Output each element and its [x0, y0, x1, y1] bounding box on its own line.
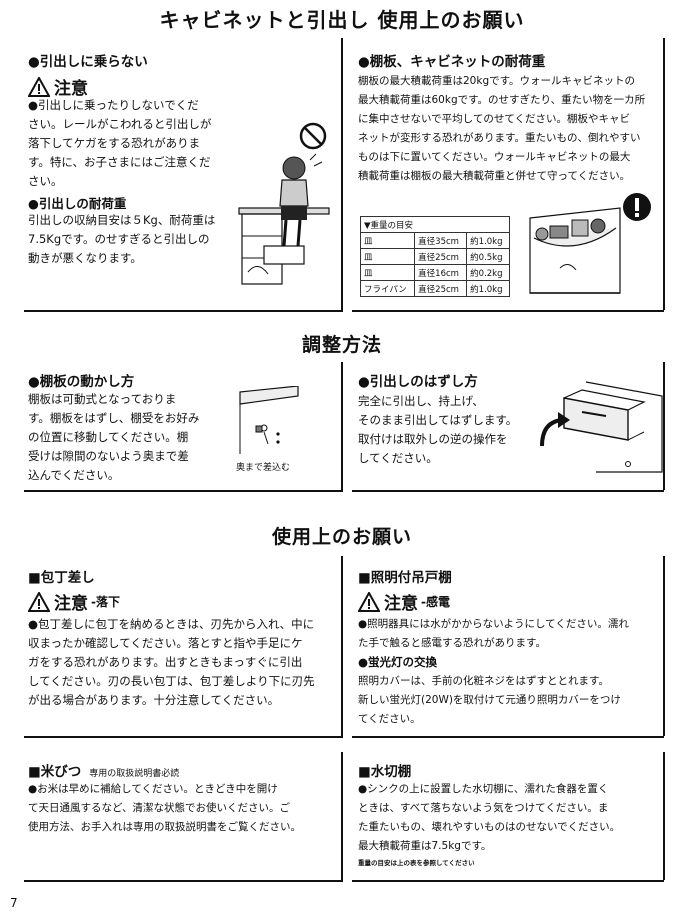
warning-triangle-icon: [28, 76, 50, 97]
usage-title: 使用上のお願い: [271, 526, 412, 548]
shelf-move-box: [24, 362, 343, 492]
rice-box: [24, 752, 343, 882]
caution-text: 注意: [54, 79, 88, 99]
corner-cabinet-illustration: [529, 207, 621, 294]
drawer-remove-box-edge: [663, 362, 665, 490]
caution-label: 注意: [28, 74, 88, 99]
light-text: ●照明器具には水がかからないようにしてください。濡れ た手で触ると感電する恐れが…: [358, 618, 629, 649]
drawer-load-heading: ●引出しの耐荷重: [28, 196, 127, 211]
rice-text: ●お米は早めに補給してください。ときどき中を開け て天日通風するなど、清潔な状態…: [28, 783, 301, 833]
light-sub-text: 照明カバーは、手前の化粧ネジをはずすととれます。 新しい蛍光灯(20W)を取付け…: [358, 675, 621, 725]
rice-heading: ■米びつ: [28, 764, 82, 780]
caution-text: 注意: [54, 594, 88, 614]
light-heading: ■照明付吊戸棚: [358, 570, 452, 586]
drawer-remove-box-rule: [352, 362, 664, 492]
drain-footnote: 重量の目安は上の表を参照してください: [358, 859, 475, 867]
drain-heading: ■水切棚: [358, 764, 412, 780]
child-on-drawer-illustration: [238, 153, 330, 285]
drawer-load-text: 引出しの収納目安は５Kg、耐荷重は 7.5Kgです。のせすぎると引出しの 動きが…: [28, 213, 216, 265]
page-number: 7: [10, 896, 18, 910]
shelf-caption: 奥まで差込む: [236, 463, 291, 473]
drawer-no-climb-heading: ●引出しに乗らない: [28, 54, 148, 70]
shelf-load-box-edge: [663, 38, 665, 310]
knife-caution: 注意-落下: [28, 589, 120, 614]
light-sub-heading: ●蛍光灯の交換: [358, 655, 438, 669]
drawer-remove-text: 完全に引出し、持上げ、 そのまま引出してはずします。 取付けは取外しの逆の操作を…: [358, 394, 518, 465]
knife-heading: ■包丁差し: [28, 570, 95, 586]
light-box-rule: [352, 556, 664, 738]
drawer-remove-illustration: [540, 381, 663, 473]
adjust-title: 調整方法: [301, 334, 382, 356]
drain-box-edge: [663, 752, 665, 880]
page-title: キャビネットと引出し 使用上のお願い: [159, 8, 525, 32]
caution-circle-icon: [623, 193, 651, 221]
drain-box-rule: [352, 752, 664, 882]
light-box-edge: [663, 556, 665, 736]
drain-text: ●シンクの上に設置した水切棚に、濡れた食器を置く ときは、すべて落ちないよう気を…: [358, 783, 621, 852]
warning-triangle-icon: [358, 591, 380, 612]
shelf-move-text: 棚板は可動式となっておりま す。棚板をはずし、棚受をお好み の位置に移動してくだ…: [28, 392, 200, 482]
caution-sub: -感電: [421, 595, 450, 609]
shelf-move-heading: ●棚板の動かし方: [28, 374, 135, 390]
drawer-no-climb-box: [24, 38, 343, 312]
rice-note: 専用の取扱説明書必読: [89, 769, 180, 779]
shelf-load-text: 棚板の最大積載荷重は20kgです。ウォールキャビネットの 最大積載荷重は60kg…: [358, 75, 646, 182]
prohibition-icon: [299, 122, 327, 150]
shelf-peg-illustration: [239, 386, 299, 454]
knife-box: [24, 556, 343, 738]
rice-heading-row: ■米びつ専用の取扱説明書必読: [28, 760, 179, 780]
drawer-remove-heading: ●引出しのはずし方: [358, 374, 478, 390]
shelf-load-box-rule: [352, 38, 664, 312]
light-caution: 注意-感電: [358, 589, 450, 614]
warning-triangle-icon: [28, 591, 50, 612]
knife-text: ●包丁差しに包丁を納めるときは、刃先から入れ、中に 収まったか確認してください。…: [28, 617, 315, 707]
shelf-load-heading: ●棚板、キャビネットの耐荷重: [358, 54, 546, 70]
weight-table-title: ▼重量の目安: [360, 216, 510, 233]
caution-text: 注意: [384, 594, 418, 614]
caution-sub: -落下: [91, 595, 120, 609]
drawer-no-climb-text: ●引出しに乗ったりしないでくだ さい。レールがこわれると引出しが 落下してケガを…: [28, 98, 212, 188]
